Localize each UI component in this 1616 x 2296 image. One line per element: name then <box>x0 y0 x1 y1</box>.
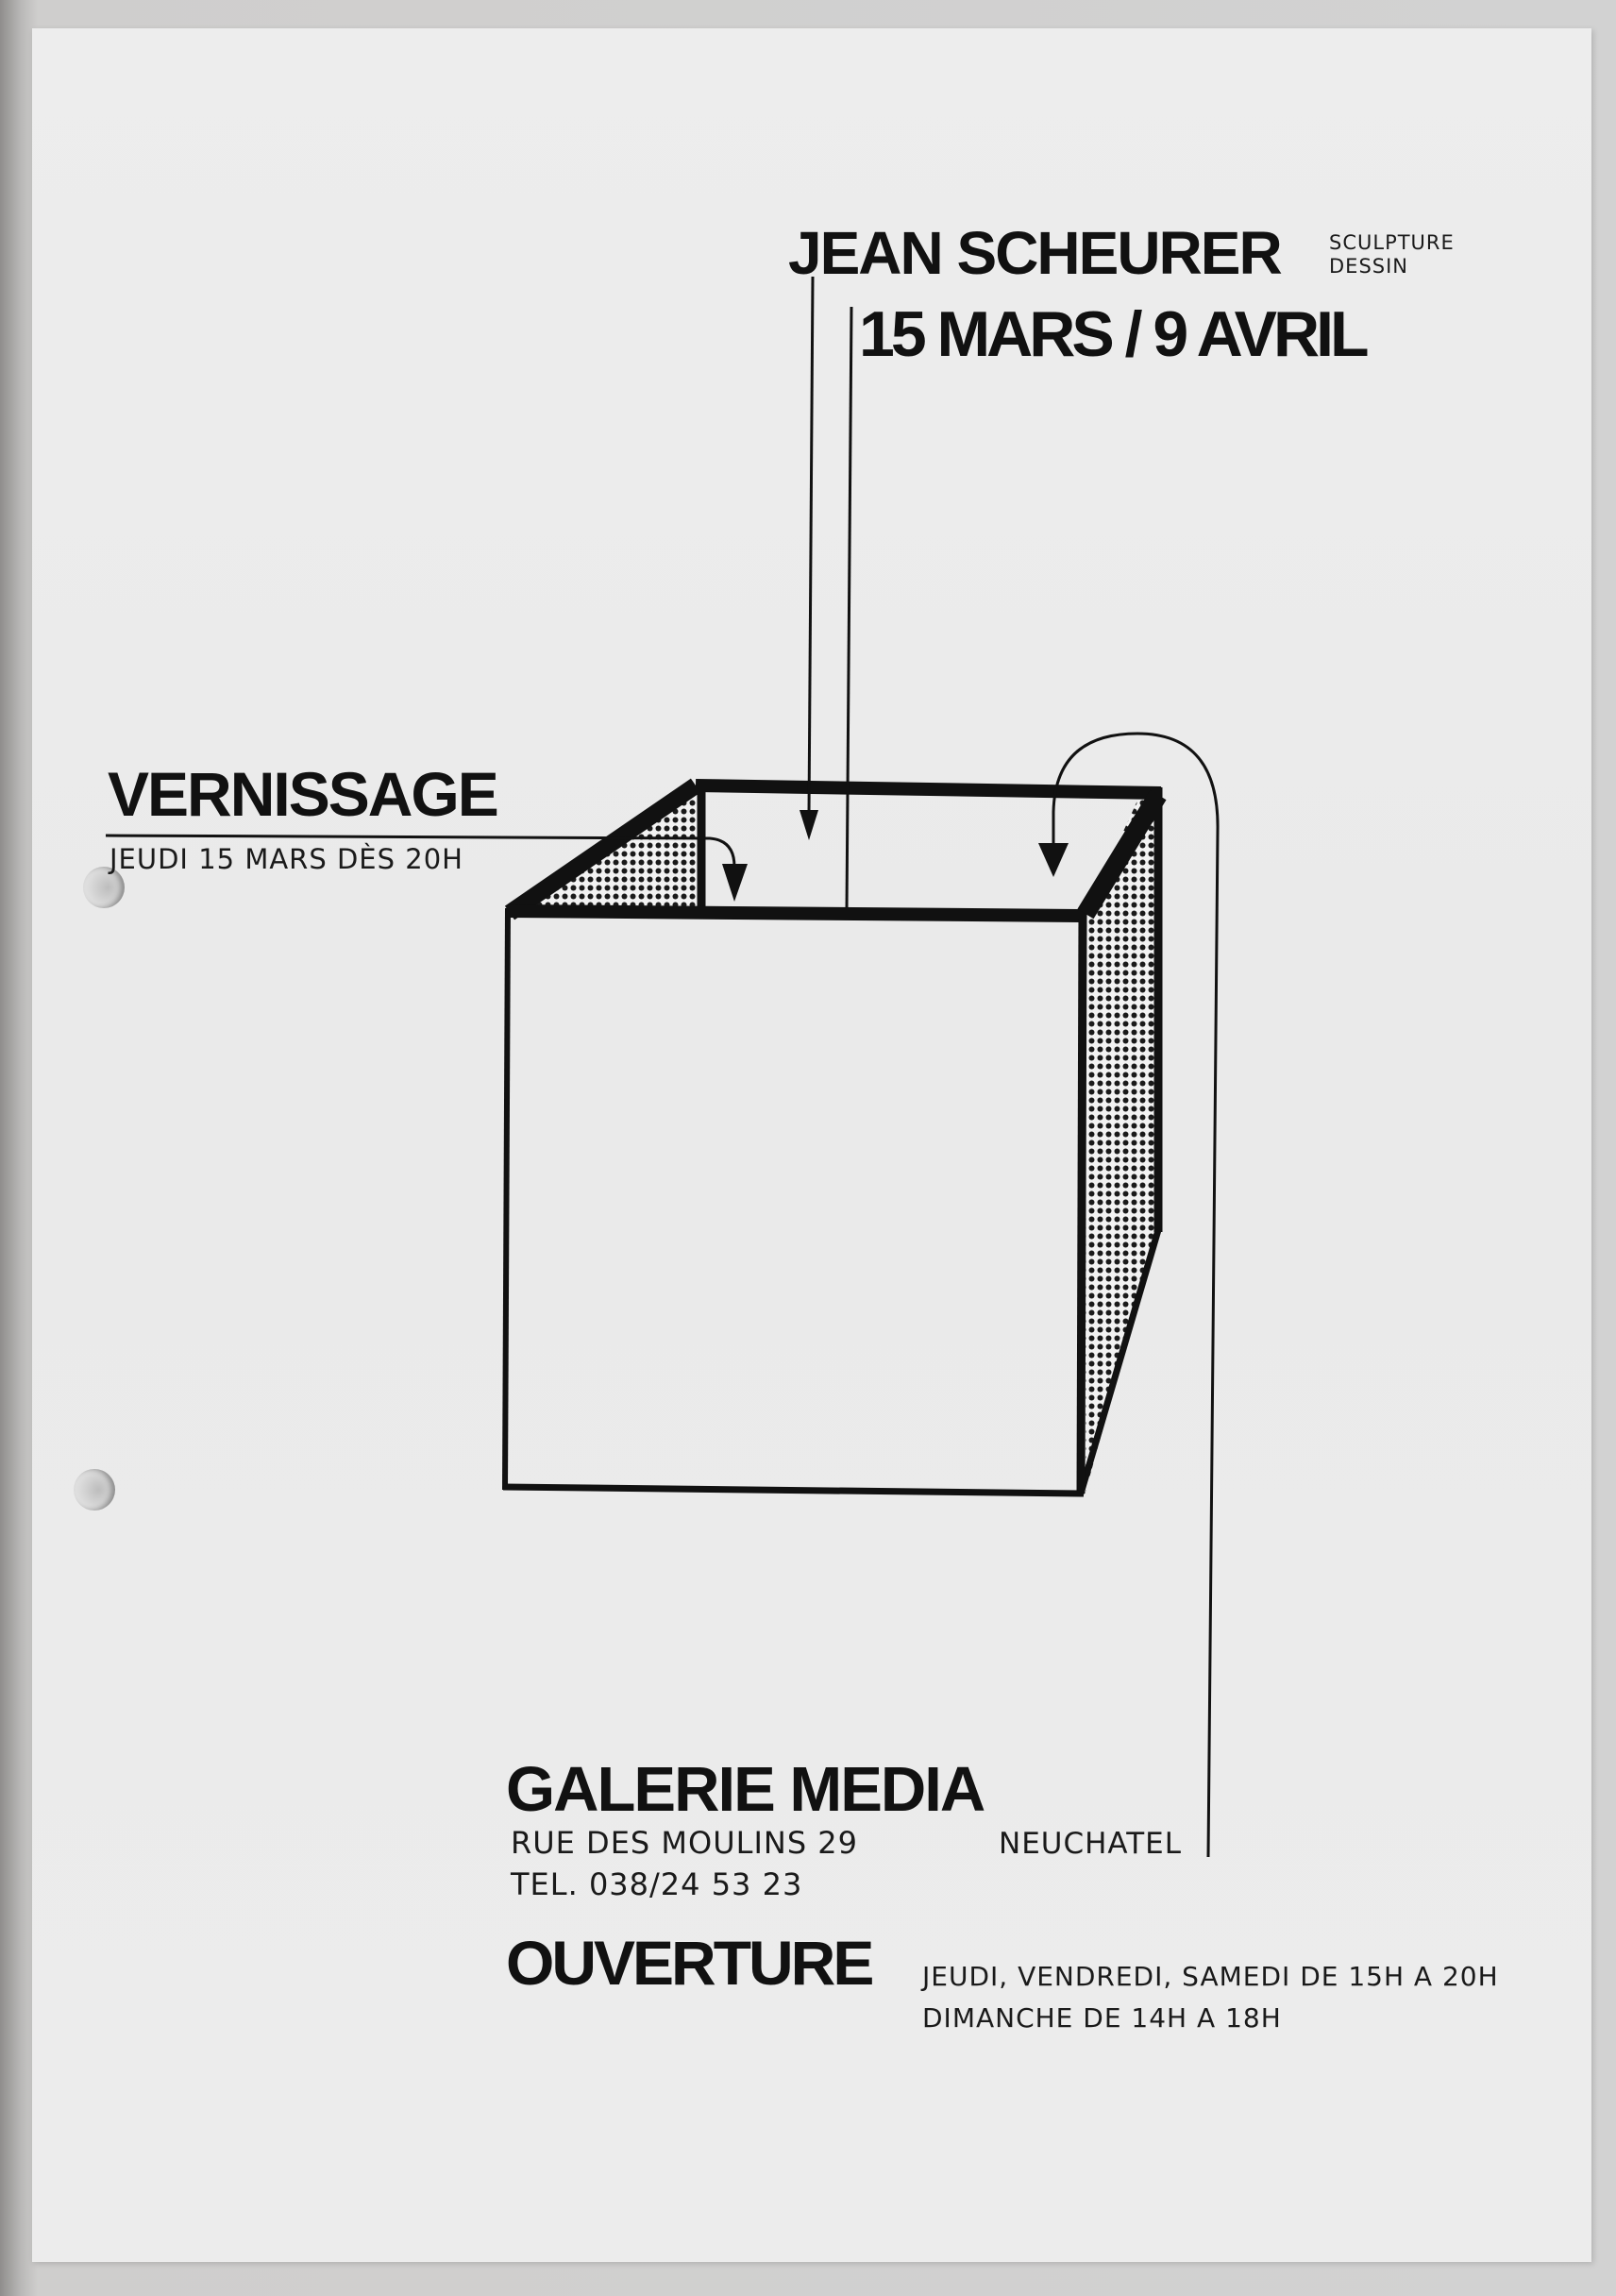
gallery-phone: TEL. 038/24 53 23 <box>511 1866 803 1902</box>
gallery-city: NEUCHATEL <box>999 1827 1183 1861</box>
discipline-sculpture: SCULPTURE <box>1329 231 1455 254</box>
gallery-name: GALERIE MEDIA <box>506 1754 985 1825</box>
leader-line-gallery <box>1052 732 1220 1858</box>
opening-hours-sunday: DIMANCHE DE 14H A 18H <box>922 2002 1282 2034</box>
punch-hole-top <box>83 867 125 908</box>
opening-hours-weekdays: JEUDI, VENDREDI, SAMEDI DE 15H A 20H <box>922 1961 1499 1992</box>
vernissage-detail: JEUDI 15 MARS DÈS 20H <box>109 843 463 875</box>
punch-hole-bottom <box>74 1469 115 1511</box>
arrow-center-icon <box>800 810 818 840</box>
artist-name: JEAN SCHEURER <box>788 219 1283 287</box>
leader-line-dates <box>845 306 853 912</box>
leader-line-vernissage <box>105 834 736 868</box>
gallery-address: RUE DES MOULINS 29 <box>511 1825 859 1861</box>
cube-right-face <box>1086 793 1158 1492</box>
arrow-vernissage-icon <box>722 864 748 902</box>
vernissage-title: VERNISSAGE <box>108 759 499 829</box>
discipline-dessin: DESSIN <box>1329 255 1409 278</box>
arrow-right-icon <box>1038 843 1069 877</box>
leader-line-artist <box>807 276 815 815</box>
opening-hours-title: OUVERTURE <box>506 1928 874 1998</box>
exhibition-dates: 15 MARS / 9 AVRIL <box>859 298 1370 370</box>
